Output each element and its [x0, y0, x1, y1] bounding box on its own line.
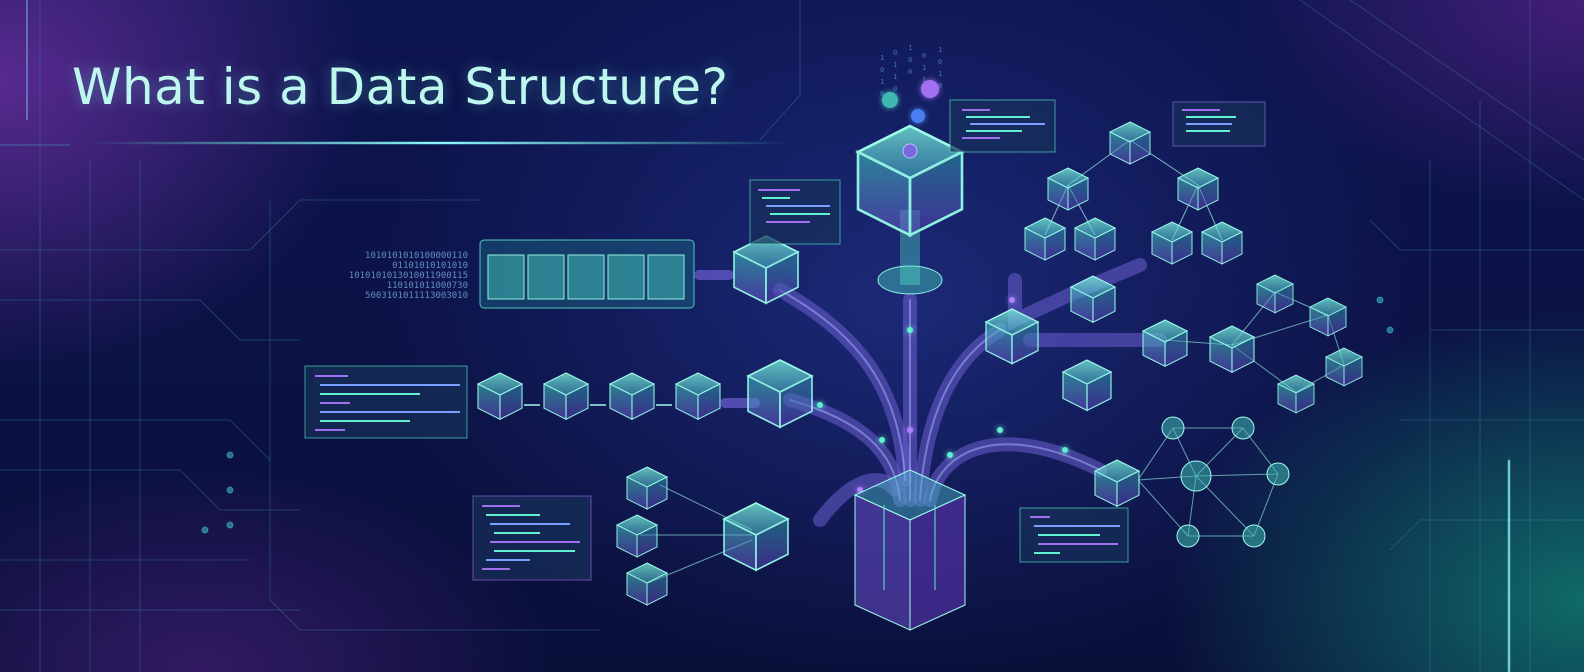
svg-text:1: 1 — [938, 70, 942, 78]
cube-icon — [882, 92, 898, 108]
binary-stream: 1010101010100000110 01101010101010 10101… — [349, 251, 468, 301]
code-panels — [304, 99, 1266, 581]
linked-list-structure — [477, 359, 813, 429]
storage-container — [853, 469, 967, 631]
code-panel — [949, 99, 1056, 153]
svg-text:0: 0 — [880, 66, 884, 74]
svg-text:0: 0 — [908, 68, 912, 76]
svg-text:1: 1 — [893, 61, 897, 69]
central-node — [856, 124, 964, 295]
binary-line: 01101010101010 — [392, 261, 468, 271]
array-structure — [479, 235, 799, 309]
code-panel — [1172, 101, 1266, 147]
binary-line: 110101011000730 — [387, 281, 468, 291]
svg-text:1: 1 — [922, 64, 926, 72]
top-icons — [882, 80, 939, 123]
code-panel — [304, 365, 468, 439]
lock-icon — [902, 143, 918, 159]
page-title: What is a Data Structure? — [72, 58, 729, 116]
binary-line: 5003101011113003010 — [365, 291, 468, 301]
svg-text:0: 0 — [938, 58, 942, 66]
svg-text:1: 1 — [880, 78, 884, 86]
svg-text:0: 0 — [908, 56, 912, 64]
title-underline — [90, 142, 790, 144]
database-icon — [911, 109, 925, 123]
svg-text:0: 0 — [893, 49, 897, 57]
code-panel — [472, 495, 592, 581]
svg-text:1: 1 — [922, 76, 926, 84]
svg-text:0: 0 — [938, 82, 942, 90]
code-panel — [749, 179, 841, 245]
svg-text:1: 1 — [880, 54, 884, 62]
svg-text:1: 1 — [908, 44, 912, 52]
hierarchy-structure — [616, 466, 789, 606]
code-panel — [1019, 507, 1129, 563]
binary-line: 1010101013010011900115 — [349, 271, 468, 281]
svg-text:1: 1 — [938, 46, 942, 54]
branch-pipes — [773, 258, 1167, 527]
svg-text:0: 0 — [922, 52, 926, 60]
svg-text:1: 1 — [893, 73, 897, 81]
svg-text:0: 0 — [880, 90, 884, 98]
brackets-icon — [921, 80, 939, 98]
network-graph — [1094, 416, 1290, 548]
svg-text:0: 0 — [893, 85, 897, 93]
binary-line: 1010101010100000110 — [365, 251, 468, 261]
